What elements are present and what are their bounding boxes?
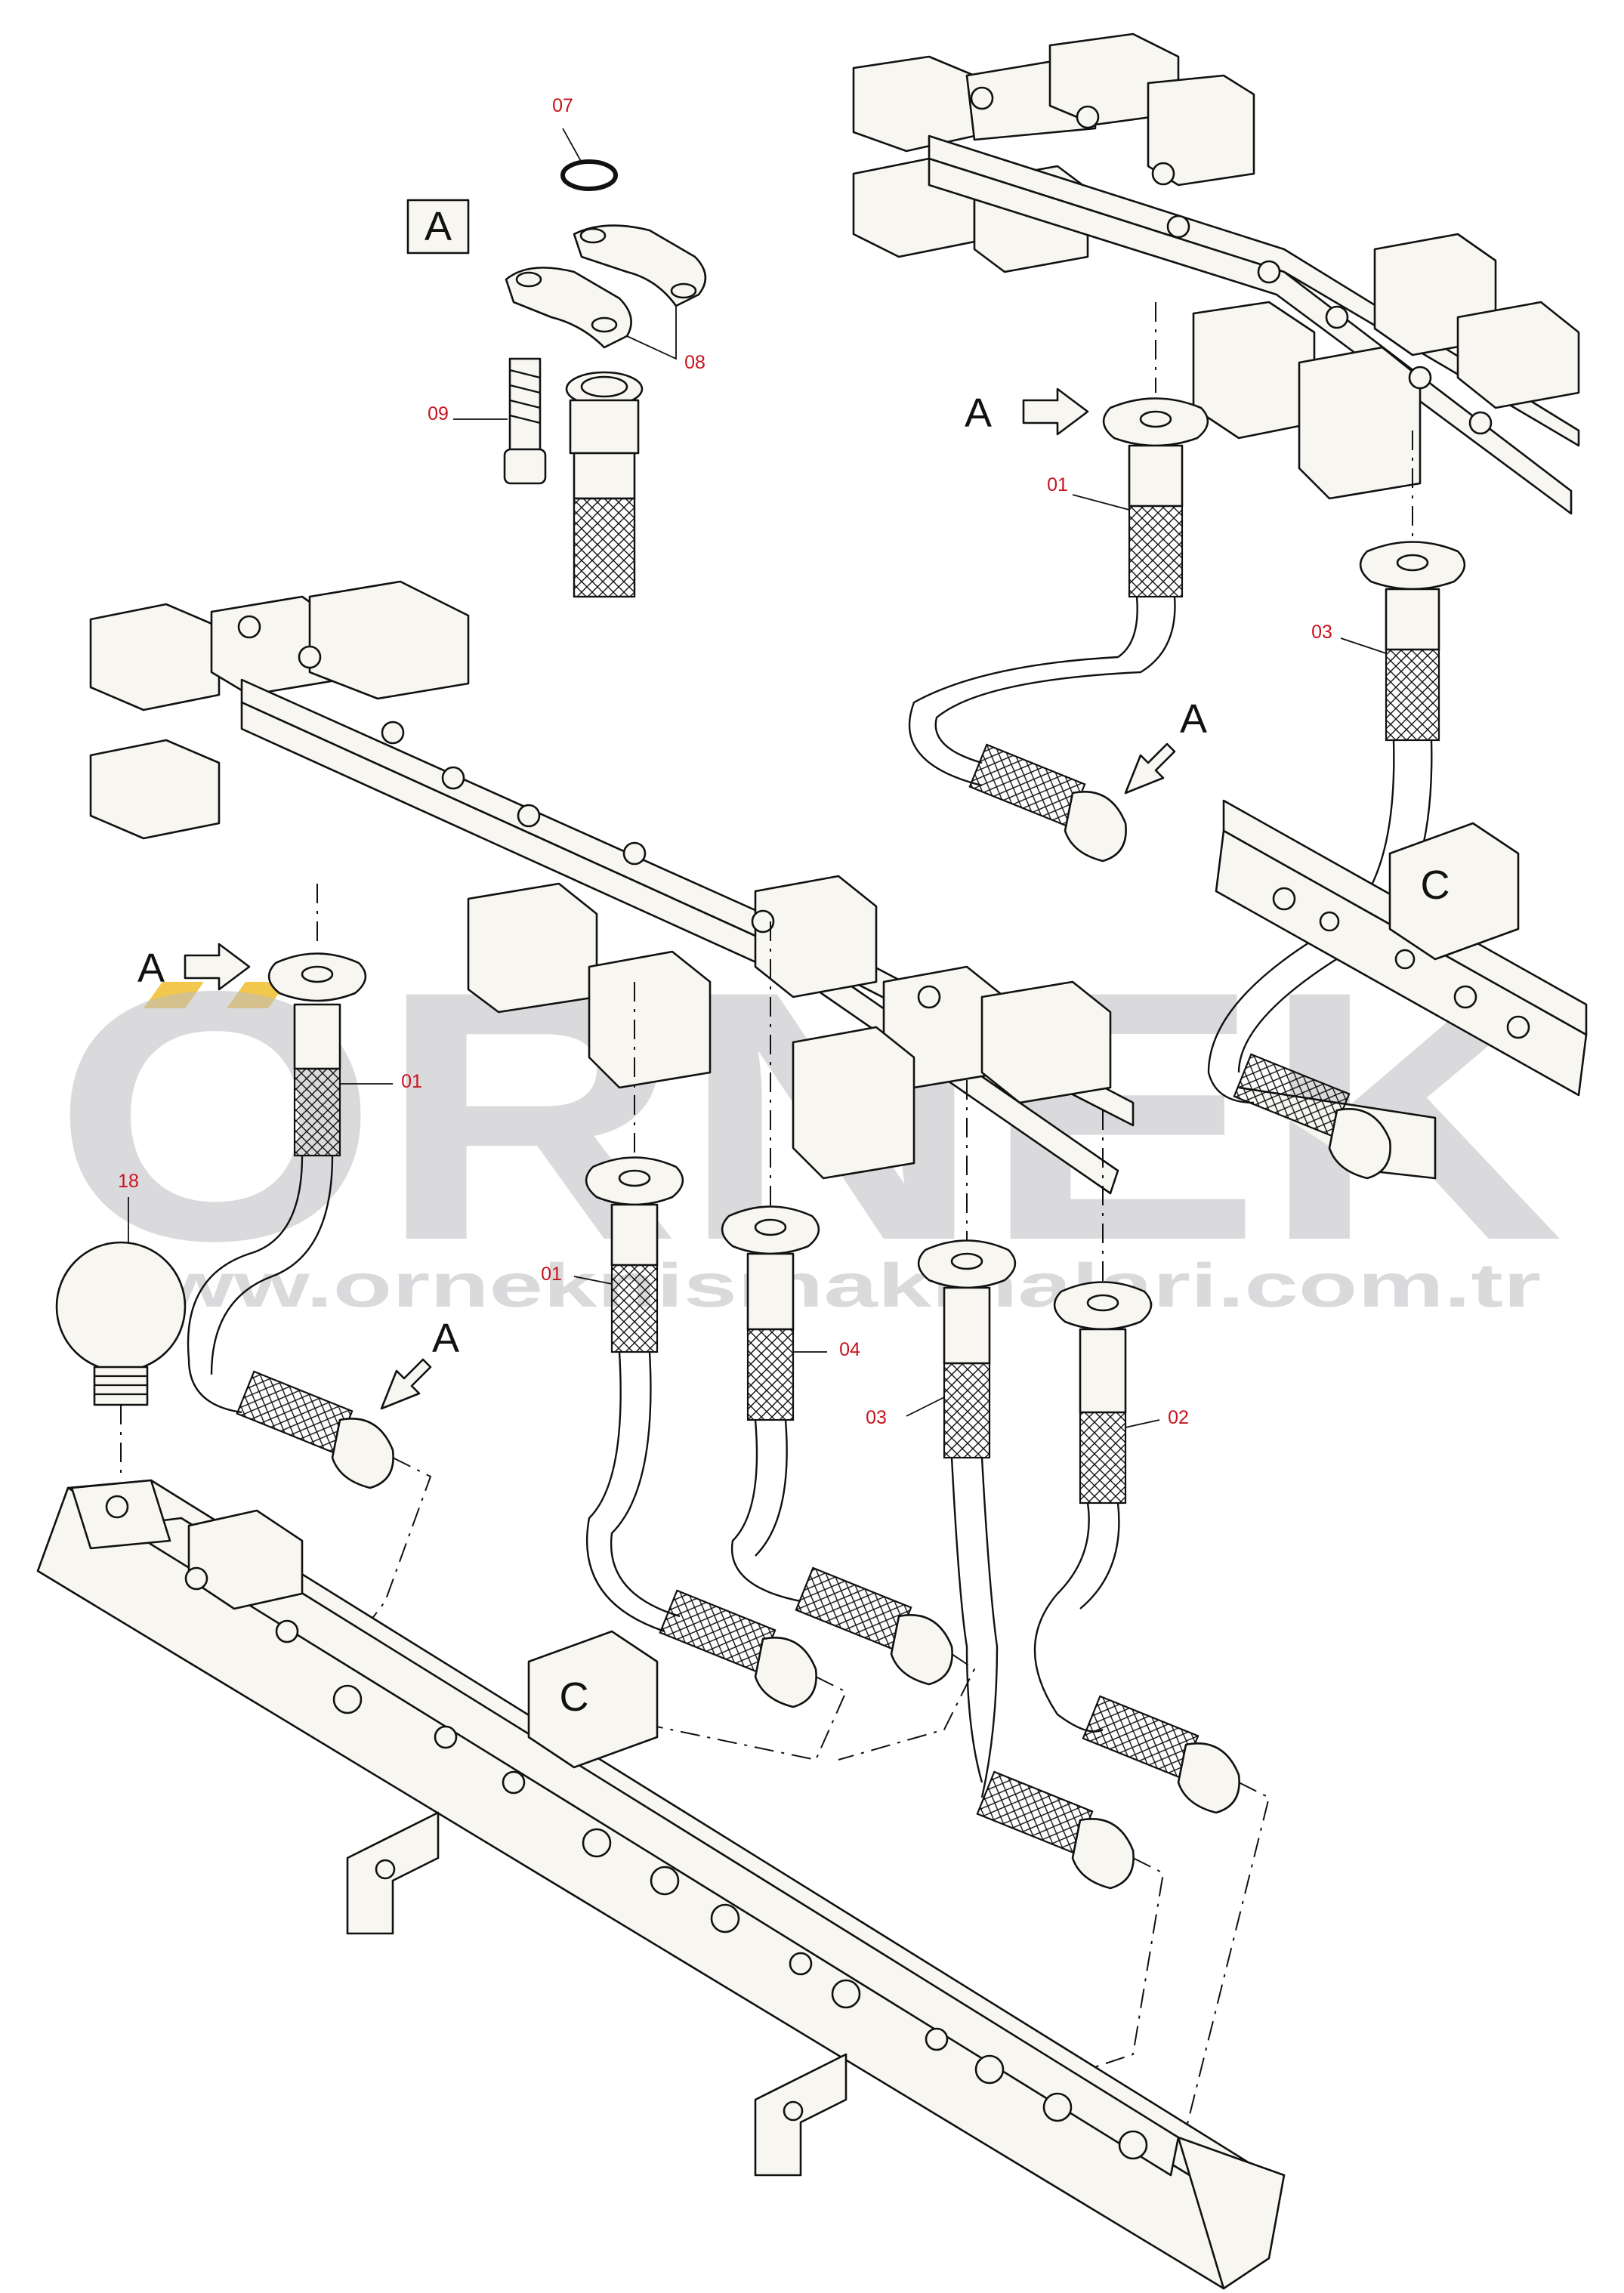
watermark-accent-left bbox=[144, 982, 204, 1008]
hose-01-left: A 01 bbox=[137, 884, 422, 1414]
detail-a-arrow-right: A bbox=[968, 696, 1437, 1180]
detail-a-label: A bbox=[425, 204, 452, 249]
connector-c-upper: C bbox=[1215, 799, 1588, 1097]
leader-01-mid bbox=[573, 1276, 613, 1285]
callout-07: 07 bbox=[552, 95, 573, 116]
detail-a-box bbox=[406, 199, 470, 255]
arrow-a-left-label: A bbox=[137, 946, 165, 991]
detail-a-flange-kit: A 07 08 09 bbox=[406, 95, 707, 598]
leader-03-top bbox=[1340, 637, 1387, 654]
connector-c-upper-label: C bbox=[1421, 863, 1450, 908]
fitting-sleeve bbox=[573, 452, 636, 500]
callout-01-left: 01 bbox=[401, 1071, 422, 1092]
o-ring bbox=[560, 159, 618, 191]
detail-a-arrow-top: A bbox=[965, 387, 1089, 436]
callout-03-mid: 03 bbox=[866, 1407, 887, 1428]
leader-02 bbox=[1125, 1419, 1160, 1428]
callout-01-top: 01 bbox=[1047, 474, 1068, 495]
valve-manifold-upper bbox=[852, 32, 1580, 515]
leader-03-mid bbox=[906, 1396, 945, 1417]
arrow-a-top-label: A bbox=[965, 390, 992, 436]
arrow-a-right-label: A bbox=[1180, 696, 1207, 742]
hose-03-mid: 03 bbox=[866, 1080, 1165, 2085]
connector-c-lower-box bbox=[527, 1630, 659, 1769]
part-18-ball-fitting: 18 bbox=[55, 1171, 187, 1480]
callout-01-mid: 01 bbox=[541, 1264, 562, 1285]
hose-04: 04 bbox=[721, 921, 976, 1761]
hose-01-top: 01 bbox=[908, 302, 1209, 787]
detail-a-arrow-mid: A bbox=[236, 1316, 459, 1662]
hose-01-mid: 01 bbox=[541, 982, 848, 1761]
callout-03-top: 03 bbox=[1311, 622, 1332, 643]
leader-01-top bbox=[1072, 494, 1130, 511]
watermark-url: www.orneknismakinalari.com.tr bbox=[82, 1251, 1541, 1320]
cap-screw-head bbox=[503, 448, 547, 485]
callout-04: 04 bbox=[839, 1339, 860, 1360]
fitting-ferrule bbox=[569, 399, 640, 455]
watermark-accent-right bbox=[227, 982, 287, 1008]
leader-08 bbox=[626, 306, 677, 360]
valve-manifold-left bbox=[89, 580, 1135, 1195]
callout-08: 08 bbox=[684, 352, 705, 373]
callout-02: 02 bbox=[1168, 1407, 1189, 1428]
split-flange-half-right bbox=[573, 224, 707, 307]
hose-braid bbox=[573, 497, 636, 598]
callout-09: 09 bbox=[428, 403, 449, 424]
hose-03-top: 03 bbox=[1207, 431, 1466, 1104]
connector-c-lower-label: C bbox=[560, 1674, 589, 1720]
callout-18: 18 bbox=[118, 1171, 139, 1192]
arrow-a-mid-label: A bbox=[432, 1316, 459, 1361]
leader-07 bbox=[562, 128, 582, 163]
distribution-rail: C bbox=[36, 1479, 1286, 2290]
